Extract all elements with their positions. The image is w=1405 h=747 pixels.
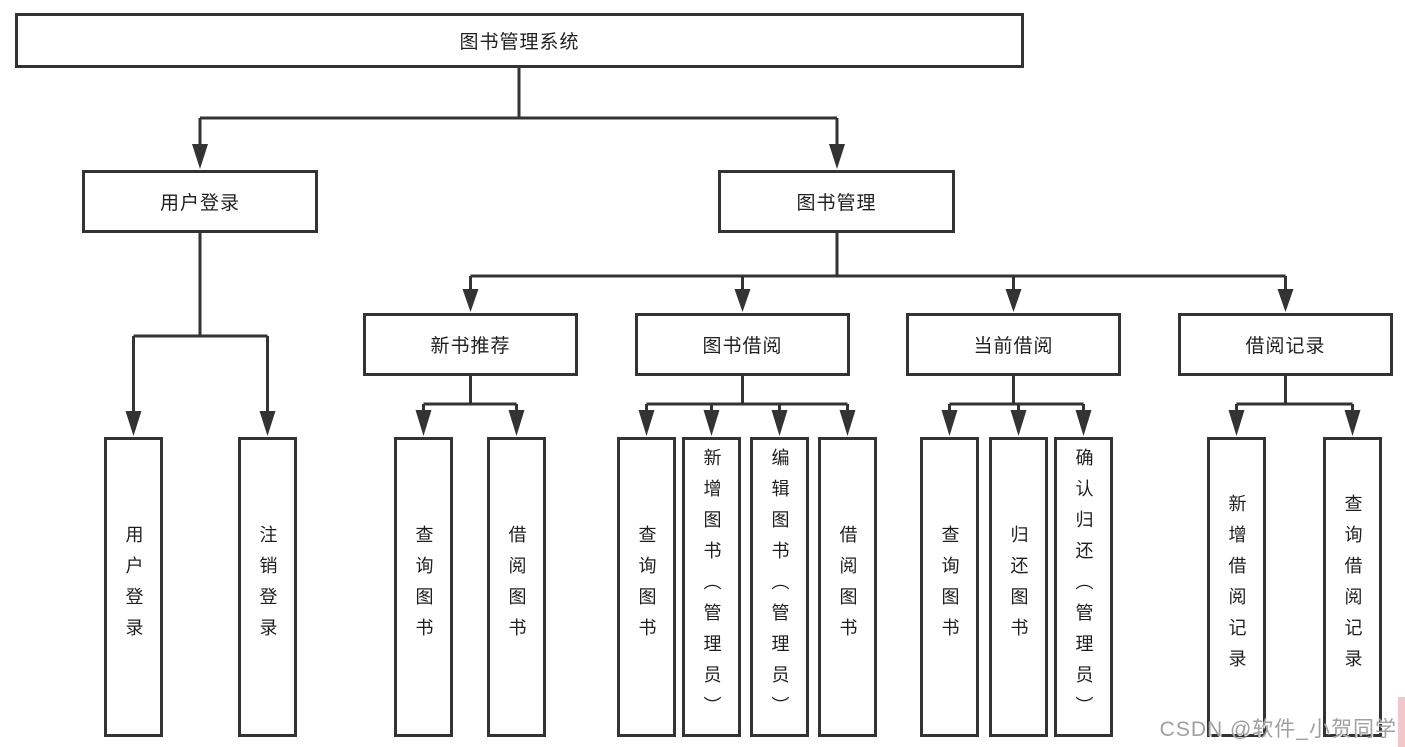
leaf-borrow-books: 借阅图书 xyxy=(818,437,877,737)
watermark-pink-strip xyxy=(1398,697,1405,747)
leaf-query-books: 查询图书 xyxy=(394,437,453,737)
arrowhead xyxy=(125,411,142,436)
leaf-query-books: 查询图书 xyxy=(920,437,979,737)
arrowhead xyxy=(1344,410,1361,436)
leaf-add-book-admin: 新增图书（管理员） xyxy=(682,437,741,737)
connector-borrow-record-branch xyxy=(1228,376,1361,436)
leaf-query-borrow-record: 查询借阅记录 xyxy=(1323,437,1382,737)
arrowhead xyxy=(415,410,432,436)
arrowhead xyxy=(259,411,276,436)
leaf-user-login: 用户登录 xyxy=(104,437,163,737)
connector-new-book-branch xyxy=(415,376,525,436)
csdn-watermark: CSDN @软件_小贺同学 xyxy=(1159,718,1397,741)
arrowhead xyxy=(839,410,856,436)
leaf-borrow-books: 借阅图书 xyxy=(487,437,546,737)
leaf-logout: 注销登录 xyxy=(238,437,297,737)
arrowhead xyxy=(192,144,208,169)
connector-book-management-branch xyxy=(462,233,1294,312)
arrowhead xyxy=(1010,410,1027,436)
arrowhead xyxy=(771,410,788,436)
arrowhead xyxy=(941,410,958,436)
leaf-confirm-return-admin: 确认归还（管理员） xyxy=(1054,437,1113,737)
node-new-book-recommend: 新书推荐 xyxy=(363,313,578,376)
arrowhead xyxy=(1075,410,1092,436)
node-current-borrow: 当前借阅 xyxy=(906,313,1121,376)
node-book-borrow: 图书借阅 xyxy=(635,313,850,376)
leaf-return-books: 归还图书 xyxy=(989,437,1048,737)
arrowhead xyxy=(1228,410,1245,436)
arrowhead xyxy=(703,410,720,436)
arrowhead xyxy=(1005,289,1022,312)
leaf-query-books: 查询图书 xyxy=(617,437,676,737)
connector-user-login-branch xyxy=(125,233,276,436)
node-book-management-system: 图书管理系统 xyxy=(15,13,1024,68)
node-borrow-records: 借阅记录 xyxy=(1178,313,1393,376)
leaf-edit-book-admin: 编辑图书（管理员） xyxy=(750,437,809,737)
arrowhead xyxy=(734,289,751,312)
arrowhead xyxy=(638,410,655,436)
arrowhead xyxy=(829,144,845,169)
arrowhead xyxy=(508,410,525,436)
leaf-add-borrow-record: 新增借阅记录 xyxy=(1207,437,1266,737)
node-user-login: 用户登录 xyxy=(82,170,318,233)
connector-current-borrow-branch xyxy=(941,376,1092,436)
arrowhead xyxy=(1277,289,1294,312)
connector-root-to-level2 xyxy=(192,68,845,169)
arrowhead xyxy=(462,289,479,312)
node-book-management: 图书管理 xyxy=(718,170,955,233)
connector-book-borrow-branch xyxy=(638,376,856,436)
